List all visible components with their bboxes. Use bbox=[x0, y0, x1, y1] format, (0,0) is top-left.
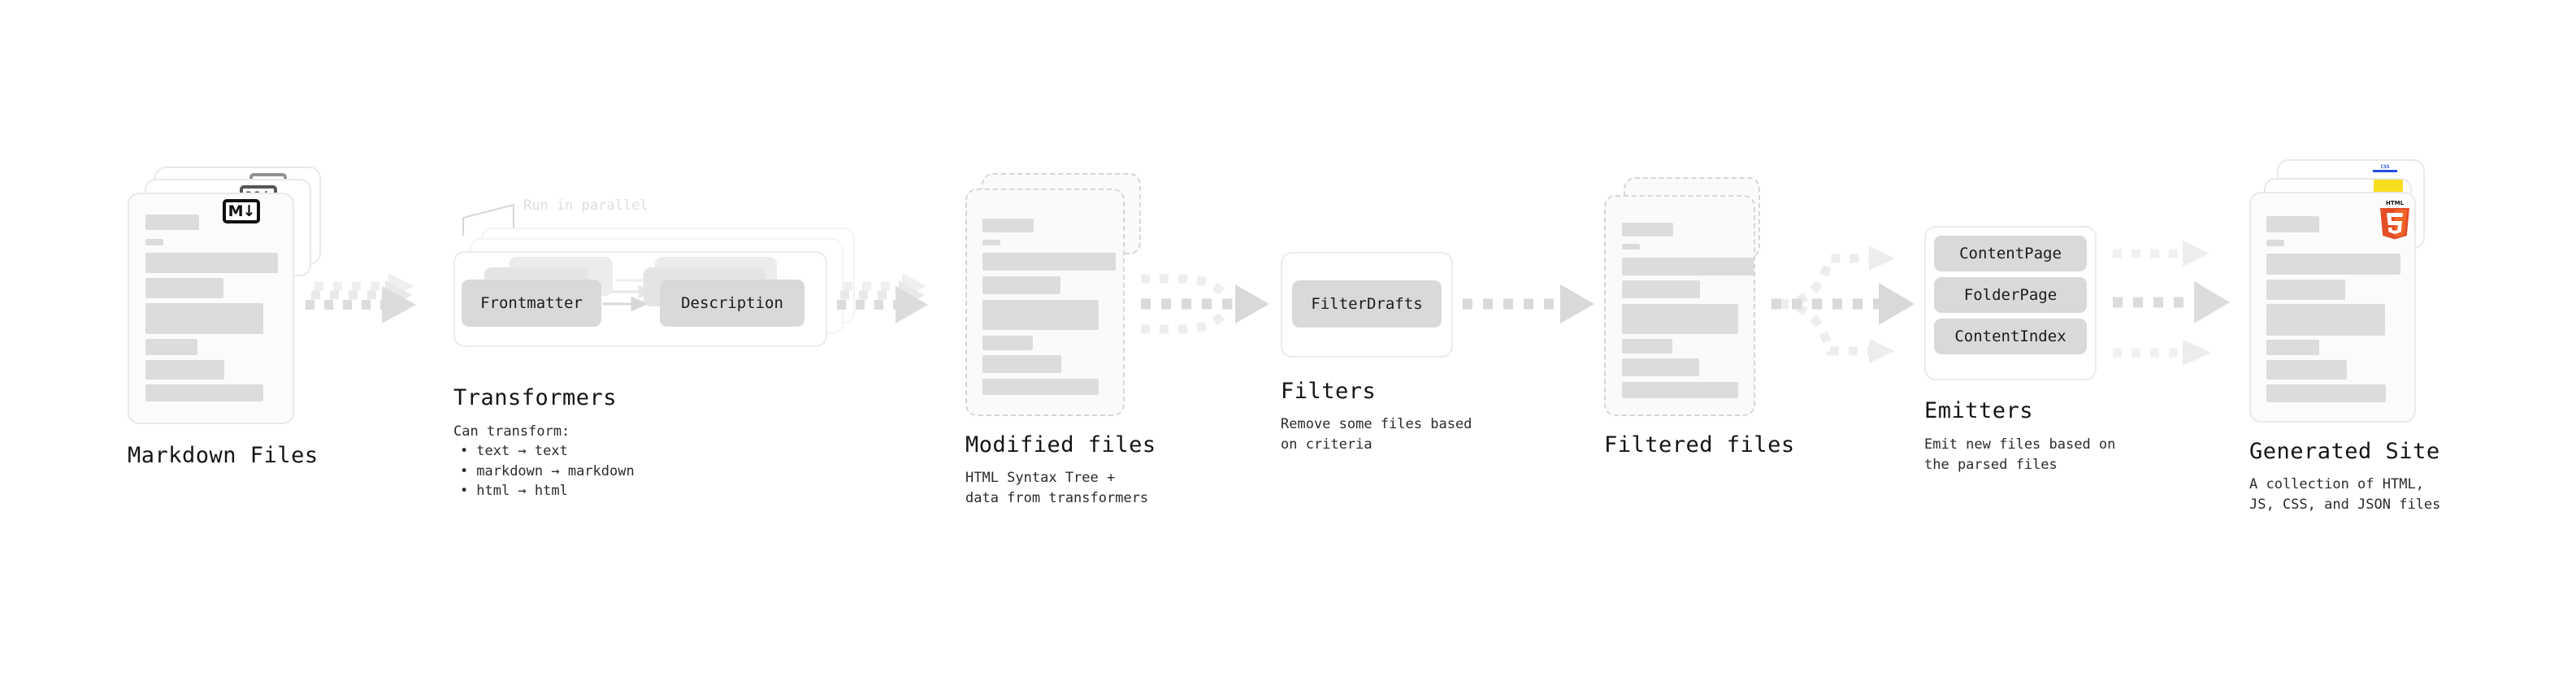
css-logo-icon: CSS bbox=[2373, 164, 2397, 172]
generated-card-front bbox=[2249, 192, 2416, 423]
markdown-logo-icon: M↓ bbox=[223, 199, 260, 223]
connector-filtered-to-emitters bbox=[1772, 246, 1915, 363]
generated-skeleton bbox=[2251, 193, 2414, 421]
connector-filters-to-filtered bbox=[1463, 284, 1594, 323]
filtered-files-title: Filtered files bbox=[1604, 432, 1795, 458]
transformer-pill-description[interactable]: Description bbox=[660, 280, 804, 327]
emitter-pill-contentpage[interactable]: ContentPage bbox=[1934, 236, 2087, 271]
filters-title: Filters bbox=[1281, 379, 1377, 404]
svg-text:HTML: HTML bbox=[2386, 200, 2405, 206]
modified-files-subtitle: HTML Syntax Tree + data from transformer… bbox=[965, 470, 1149, 506]
emitters-subtitle: Emit new files based on the parsed files bbox=[1924, 436, 2116, 473]
markdown-files-title: Markdown Files bbox=[128, 443, 319, 468]
connector-modified-to-filters bbox=[1141, 274, 1269, 334]
markdown-skeleton bbox=[129, 194, 293, 423]
emitter-pill-folderpage[interactable]: FolderPage bbox=[1934, 277, 2087, 313]
modified-files-title: Modified files bbox=[965, 432, 1156, 458]
emitters-title: Emitters bbox=[1924, 398, 2034, 423]
transformer-pill-frontmatter[interactable]: Frontmatter bbox=[462, 280, 601, 327]
connector-emitters-to-generated bbox=[2113, 241, 2230, 366]
transformers-bullet-list: text → text markdown → markdown html → h… bbox=[453, 441, 635, 501]
transformers-bullet-1: markdown → markdown bbox=[453, 462, 634, 482]
filter-pill-filterdrafts[interactable]: FilterDrafts bbox=[1292, 280, 1442, 327]
connector-markdown-to-transformers bbox=[306, 273, 416, 323]
markdown-card-front bbox=[128, 193, 294, 424]
modified-skeleton bbox=[967, 190, 1123, 414]
transformers-subtitle-head: Can transform: bbox=[453, 423, 570, 440]
emitter-pill-contentindex[interactable]: ContentIndex bbox=[1934, 319, 2087, 354]
filtered-card-front bbox=[1604, 195, 1755, 416]
transformers-bullet-2: html → html bbox=[453, 481, 635, 501]
modified-card-front bbox=[965, 189, 1125, 416]
transformers-bullet-0: text → text bbox=[453, 441, 635, 462]
filtered-skeleton bbox=[1606, 197, 1754, 414]
run-in-parallel-note: Run in parallel bbox=[523, 197, 648, 214]
transformers-title: Transformers bbox=[453, 385, 618, 410]
filters-subtitle: Remove some files based on criteria bbox=[1281, 416, 1472, 453]
svg-text:CSS: CSS bbox=[2381, 164, 2390, 170]
generated-site-subtitle: A collection of HTML, JS, CSS, and JSON … bbox=[2249, 476, 2441, 513]
generated-site-title: Generated Site bbox=[2249, 439, 2440, 464]
html5-logo-icon: HTML bbox=[2380, 200, 2409, 240]
